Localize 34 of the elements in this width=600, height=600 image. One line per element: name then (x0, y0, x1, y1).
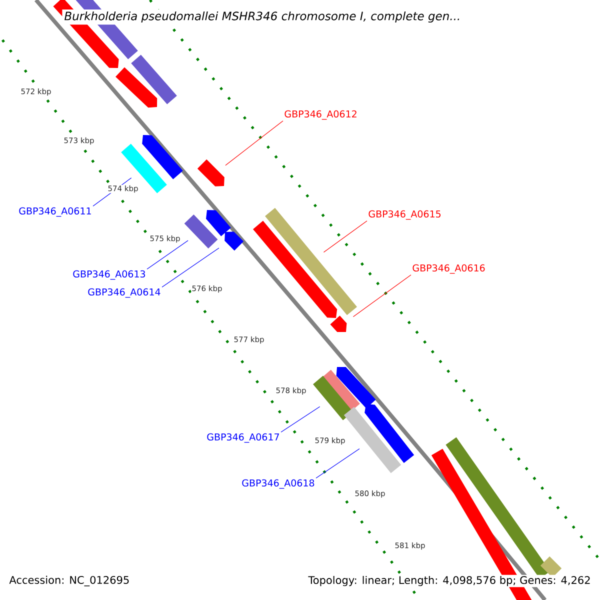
gene-feature (142, 135, 183, 180)
gene-feature (265, 208, 357, 316)
gene-feature (116, 67, 158, 108)
gene-feature (206, 210, 231, 236)
gene-feature (197, 159, 224, 186)
leader-line (280, 406, 320, 432)
gene-feature (224, 232, 244, 251)
gene-feature (253, 220, 338, 318)
gene-feature (336, 367, 376, 408)
gene-feature (184, 214, 218, 248)
leader-line (225, 120, 284, 166)
footer-text: Topology: linear; Length: 4,098,576 bp; Genes: 4,262 (307, 574, 592, 588)
leader-line (352, 274, 412, 318)
gene-label: GBP346_A0611 (19, 207, 91, 217)
gene-label: GBP346_A0613 (73, 270, 146, 280)
leader-line (146, 240, 188, 270)
gene-feature (344, 406, 402, 474)
gene-feature (364, 404, 414, 463)
gene-label: GBP346_A0615 (368, 210, 441, 220)
gene-label: GBP346_A0612 (284, 110, 356, 120)
title: Burkholderia pseudomallei MSHR346 chromosome I, complete gen... (62, 9, 463, 25)
gene-feature (131, 54, 177, 104)
gene-label: GBP346_A0618 (242, 479, 314, 489)
gene-label: GBP346_A0617 (207, 433, 279, 443)
leader-line (323, 220, 368, 253)
footer-text: Accession: NC_012695 (8, 574, 131, 588)
gene-feature (313, 376, 353, 420)
leader-line (316, 448, 360, 478)
gene-label: GBP346_A0616 (412, 264, 485, 274)
gene-label: GBP346_A0614 (88, 288, 160, 298)
gene-feature (540, 556, 562, 578)
leader-line (162, 248, 220, 288)
gene-feature (121, 144, 167, 194)
gene-feature (330, 316, 347, 332)
